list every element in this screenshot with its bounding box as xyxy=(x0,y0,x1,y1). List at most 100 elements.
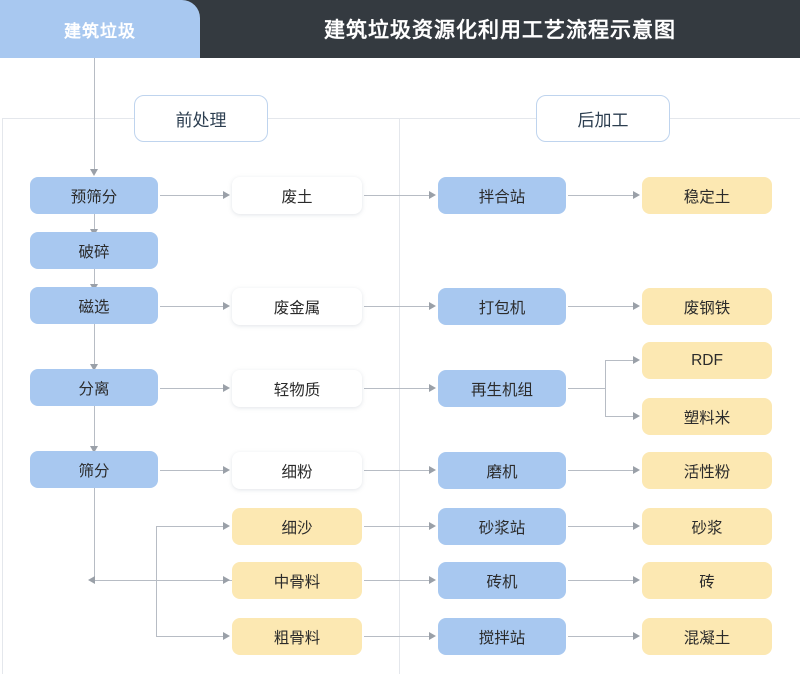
node-mill[interactable]: 磨机 xyxy=(438,452,566,489)
connector-regenunit-to-rdf xyxy=(605,360,634,361)
connector-separate-to-screen xyxy=(94,406,95,448)
connector-aggregate-branch-trunk xyxy=(156,526,157,637)
node-active-powder[interactable]: 活性粉 xyxy=(642,452,772,489)
node-separation[interactable]: 分离 xyxy=(30,369,158,406)
node-brick-machine[interactable]: 砖机 xyxy=(438,562,566,599)
node-scrap-steel[interactable]: 废钢铁 xyxy=(642,288,772,325)
arrowhead-finesand-to-mortarstation xyxy=(429,522,436,530)
node-scrap-metal[interactable]: 废金属 xyxy=(232,288,362,325)
stage-pill-post-process[interactable]: 后加工 xyxy=(536,95,670,142)
node-label: 细沙 xyxy=(281,519,313,537)
node-crushing[interactable]: 破碎 xyxy=(30,232,158,269)
arrowhead-mixingstation-to-stabilizedsoil xyxy=(633,191,640,199)
arrowhead-finepowder-to-mill xyxy=(429,466,436,474)
node-fine-powder[interactable]: 细粉 xyxy=(232,452,362,489)
connector-lightmaterial-to-regenunit xyxy=(364,388,430,389)
node-pre-screening[interactable]: 预筛分 xyxy=(30,177,158,214)
node-coarse-aggregate[interactable]: 粗骨料 xyxy=(232,618,362,655)
arrowhead-concretestation-to-concrete xyxy=(633,632,640,640)
source-tab[interactable]: 建筑垃圾 xyxy=(0,0,200,58)
connector-finesand-to-mortarstation xyxy=(364,526,430,527)
source-tab-label: 建筑垃圾 xyxy=(64,21,136,41)
connector-medium-to-brickmachine xyxy=(364,580,430,581)
node-label: 砂浆站 xyxy=(478,519,526,537)
connector-regenunit-to-plasticpellet xyxy=(605,416,634,417)
connector-wastesoil-to-mixingstation xyxy=(364,195,430,196)
connector-regenunit-stem xyxy=(568,388,606,389)
connector-screen-to-aggregate-bus xyxy=(94,488,95,581)
node-label: 预筛分 xyxy=(70,188,118,206)
node-label: 再生机组 xyxy=(470,381,533,399)
node-label: 筛分 xyxy=(78,462,110,480)
stage-divider xyxy=(399,118,400,674)
arrowhead-brickmachine-to-brick xyxy=(633,576,640,584)
arrowhead-separate-to-screen xyxy=(90,446,98,453)
node-waste-soil[interactable]: 废土 xyxy=(232,177,362,214)
arrowhead-wastesoil-to-mixingstation xyxy=(429,191,436,199)
arrowhead-lightmaterial-to-regenunit xyxy=(429,384,436,392)
arrowhead-magnetic-to-separate xyxy=(90,364,98,371)
node-magnetic-separation[interactable]: 磁选 xyxy=(30,287,158,324)
node-label: 磨机 xyxy=(486,463,518,481)
connector-prescreen-to-wastesoil xyxy=(160,195,226,196)
node-label: 砂浆 xyxy=(691,519,723,537)
node-label: 磁选 xyxy=(78,298,110,316)
connector-aggregate-to-finesand xyxy=(156,526,226,527)
node-stabilized-soil[interactable]: 稳定土 xyxy=(642,177,772,214)
arrowhead-mill-to-activepowder xyxy=(633,466,640,474)
stage-pill-post-label: 后加工 xyxy=(577,111,629,130)
node-label: 稳定土 xyxy=(683,188,731,206)
stage-pill-pre-label: 前处理 xyxy=(175,111,227,130)
node-label: 破碎 xyxy=(78,243,110,261)
arrowhead-magnetic-to-scrapmetal xyxy=(223,302,230,310)
stage-pill-pre-process[interactable]: 前处理 xyxy=(134,95,268,142)
node-label: 中骨料 xyxy=(273,573,321,591)
node-label: 轻物质 xyxy=(273,381,321,399)
node-label: 砖 xyxy=(699,573,715,591)
node-label: 拌合站 xyxy=(478,188,526,206)
arrowhead-medium-to-brickmachine xyxy=(429,576,436,584)
node-mortar[interactable]: 砂浆 xyxy=(642,508,772,545)
arrowhead-regenunit-to-plasticpellet xyxy=(633,412,640,420)
node-brick[interactable]: 砖 xyxy=(642,562,772,599)
node-concrete[interactable]: 混凝土 xyxy=(642,618,772,655)
node-label: 废土 xyxy=(281,188,313,206)
node-label: 废金属 xyxy=(273,299,321,317)
node-mortar-station[interactable]: 砂浆站 xyxy=(438,508,566,545)
connector-scrapmetal-to-baler xyxy=(364,306,430,307)
node-rdf[interactable]: RDF xyxy=(642,342,772,379)
connector-mixingstation-to-stabilizedsoil xyxy=(568,195,634,196)
connector-brickmachine-to-brick xyxy=(568,580,634,581)
node-screening[interactable]: 筛分 xyxy=(30,451,158,488)
node-medium-aggregate[interactable]: 中骨料 xyxy=(232,562,362,599)
page-title: 建筑垃圾资源化利用工艺流程示意图 xyxy=(324,19,676,42)
arrowhead-aggregate-to-finesand xyxy=(223,522,230,530)
arrowhead-scrapmetal-to-baler xyxy=(429,302,436,310)
arrowhead-aggregate-to-medium xyxy=(223,576,230,584)
node-label: 活性粉 xyxy=(683,463,731,481)
node-label: 打包机 xyxy=(478,299,526,317)
connector-aggregate-to-coarse xyxy=(156,636,226,637)
node-light-material[interactable]: 轻物质 xyxy=(232,370,362,407)
node-label: RDF xyxy=(691,351,723,369)
node-label: 混凝土 xyxy=(683,629,731,647)
arrowhead-prescreen-to-wastesoil xyxy=(223,191,230,199)
connector-separate-to-lightmaterial xyxy=(160,388,226,389)
connector-concretestation-to-concrete xyxy=(568,636,634,637)
arrowhead-source-to-prescreen xyxy=(90,169,98,176)
arrowhead-separate-to-lightmaterial xyxy=(223,384,230,392)
node-regeneration-unit[interactable]: 再生机组 xyxy=(438,370,566,407)
node-concrete-mixing-station[interactable]: 搅拌站 xyxy=(438,618,566,655)
node-fine-sand[interactable]: 细沙 xyxy=(232,508,362,545)
connector-source-to-prescreen xyxy=(94,58,95,170)
arrowhead-baler-to-scrapsteel xyxy=(633,302,640,310)
connector-prescreen-to-crush xyxy=(94,214,95,231)
node-plastic-pellet[interactable]: 塑料米 xyxy=(642,398,772,435)
connector-regenunit-split-trunk xyxy=(605,360,606,416)
node-label: 搅拌站 xyxy=(478,629,526,647)
node-mixing-station[interactable]: 拌合站 xyxy=(438,177,566,214)
connector-baler-to-scrapsteel xyxy=(568,306,634,307)
node-baler[interactable]: 打包机 xyxy=(438,288,566,325)
connector-finepowder-to-mill xyxy=(364,470,430,471)
